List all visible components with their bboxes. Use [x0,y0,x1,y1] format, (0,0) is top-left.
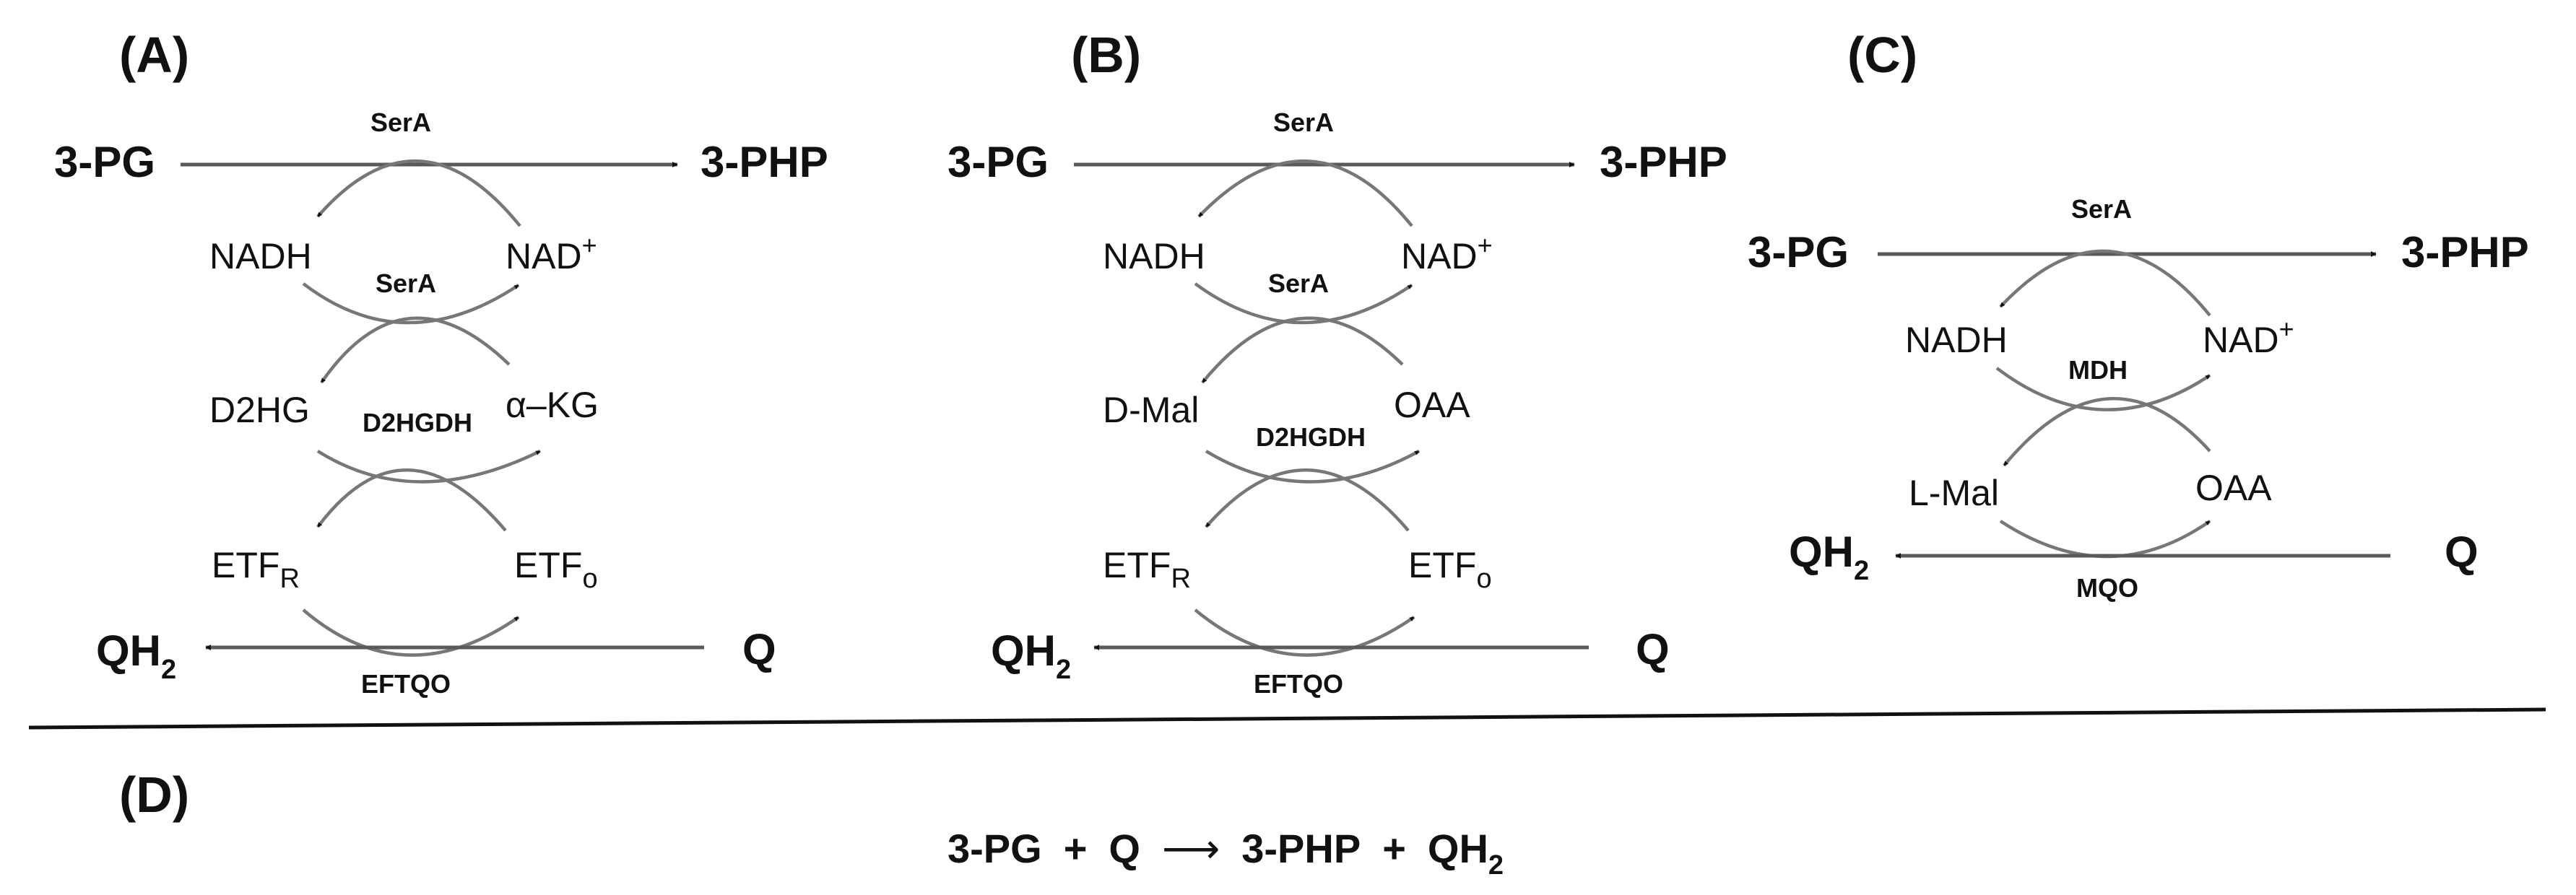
panel-c-nad: NAD+ [2203,314,2294,360]
panel-c-q: Q [2445,528,2479,576]
panel-a-product: 3-PHP [701,138,828,186]
panel-b-oaa-to-dmal-curve [1201,316,1404,384]
panel-b-etfo-to-etfr-curve [1205,468,1410,532]
panel-b: (B) SerA 3-PG 3-PHP NADH SerA NAD+ D-Mal… [947,27,1727,699]
panel-a-pair-right: α–KG [506,385,599,425]
panel-b-middle-enzyme: SerA [1268,268,1329,298]
overall-plus-2: + [1382,826,1406,871]
panel-c-lmal-to-oaa-curve [1999,520,2211,559]
panel-c-substrate: 3-PG [1748,228,1849,276]
panel-c-nadh-to-nad-curve [1995,367,2211,411]
panel-c-nad-to-nadh-curve [1999,249,2211,317]
panel-b-nad-to-nadh-curve [1197,160,1413,227]
panel-a-nadh: NADH [209,236,312,276]
overall-arrow: ⟶ [1162,826,1220,871]
panel-a: (A) SerA 3-PG 3-PHP NADH SerA NAD+ D2HG … [54,27,828,699]
panel-b-nadh: NADH [1103,236,1205,276]
overall-product: 3-PHP [1241,826,1361,871]
overall-plus-1: + [1064,826,1088,871]
section-divider [28,707,2546,730]
panel-b-pair-left: D-Mal [1103,390,1199,430]
panel-a-d2hg-to-kg-curve [316,449,541,484]
panel-b-substrate: 3-PG [947,138,1049,186]
panel-a-nadh-to-nad-curve [302,282,520,325]
panel-b-qh2: QH2 [991,626,1071,685]
panel-a-q: Q [742,625,776,673]
panel-c-nadh: NADH [1905,320,2008,360]
panel-b-product: 3-PHP [1600,138,1727,186]
panel-c-middle-enzyme: MDH [2068,355,2128,385]
panel-a-etf-r: ETFR [212,545,300,594]
overall-qh2-subscript: 2 [1488,850,1504,881]
panel-c: (C) SerA 3-PG 3-PHP NADH MDH NAD+ L-Mal … [1748,27,2529,603]
overall-qh2: QH [1428,826,1488,871]
panel-d-label: (D) [119,767,189,823]
panel-a-kg-to-d2hg-curve [320,316,511,384]
panel-a-bottom-enzyme: EFTQO [361,669,451,699]
panel-a-etf-o: ETFo [514,545,598,594]
panel-a-qh2: QH2 [96,626,176,685]
overall-equation: 3-PG + Q ⟶ 3-PHP + QH2 [947,826,1504,881]
panel-c-top-enzyme: SerA [2071,194,2132,224]
panel-b-q: Q [1636,625,1670,673]
panel-b-dmal-to-oaa-curve [1205,450,1421,484]
panel-b-etf-o: ETFo [1408,545,1492,594]
panel-a-top-enzyme: SerA [370,108,431,137]
panel-c-oaa-to-lmal-curve [2003,397,2211,467]
panel-c-bottom-enzyme: MQO [2076,573,2138,603]
panel-a-nad-to-nadh-curve [316,160,521,227]
panel-a-etfo-to-etfr-curve [316,468,507,532]
panel-a-label: (A) [119,27,189,83]
panel-c-product: 3-PHP [2401,228,2529,276]
panel-b-label: (B) [1071,27,1141,83]
panel-a-pair-left: D2HG [209,390,310,430]
panel-a-nad: NAD+ [506,230,597,276]
panel-a-etfr-to-etfo-curve [302,608,520,657]
panel-c-pair-left: L-Mal [1909,473,1999,513]
panel-b-nadh-to-nad-curve [1194,282,1413,325]
panel-b-top-enzyme: SerA [1273,108,1334,137]
overall-substrate: 3-PG [947,826,1042,871]
panel-a-middle-enzyme: SerA [376,268,436,298]
overall-acceptor: Q [1109,826,1140,871]
panel-b-pair-right: OAA [1394,385,1470,425]
panel-b-pair-enzyme: D2HGDH [1256,422,1366,452]
panel-d: (D) 3-PG + Q ⟶ 3-PHP + QH2 [119,767,1504,881]
panel-c-pair-right: OAA [2195,468,2272,508]
panel-c-label: (C) [1847,27,1917,83]
panel-a-pair-enzyme: D2HGDH [363,408,472,437]
panel-b-etfr-to-etfo-curve [1194,608,1415,657]
panel-b-etf-r: ETFR [1103,545,1191,594]
panel-b-bottom-enzyme: EFTQO [1254,669,1343,699]
panel-a-substrate: 3-PG [54,138,155,186]
panel-b-nad: NAD+ [1401,230,1493,276]
panel-c-qh2: QH2 [1789,528,1869,586]
